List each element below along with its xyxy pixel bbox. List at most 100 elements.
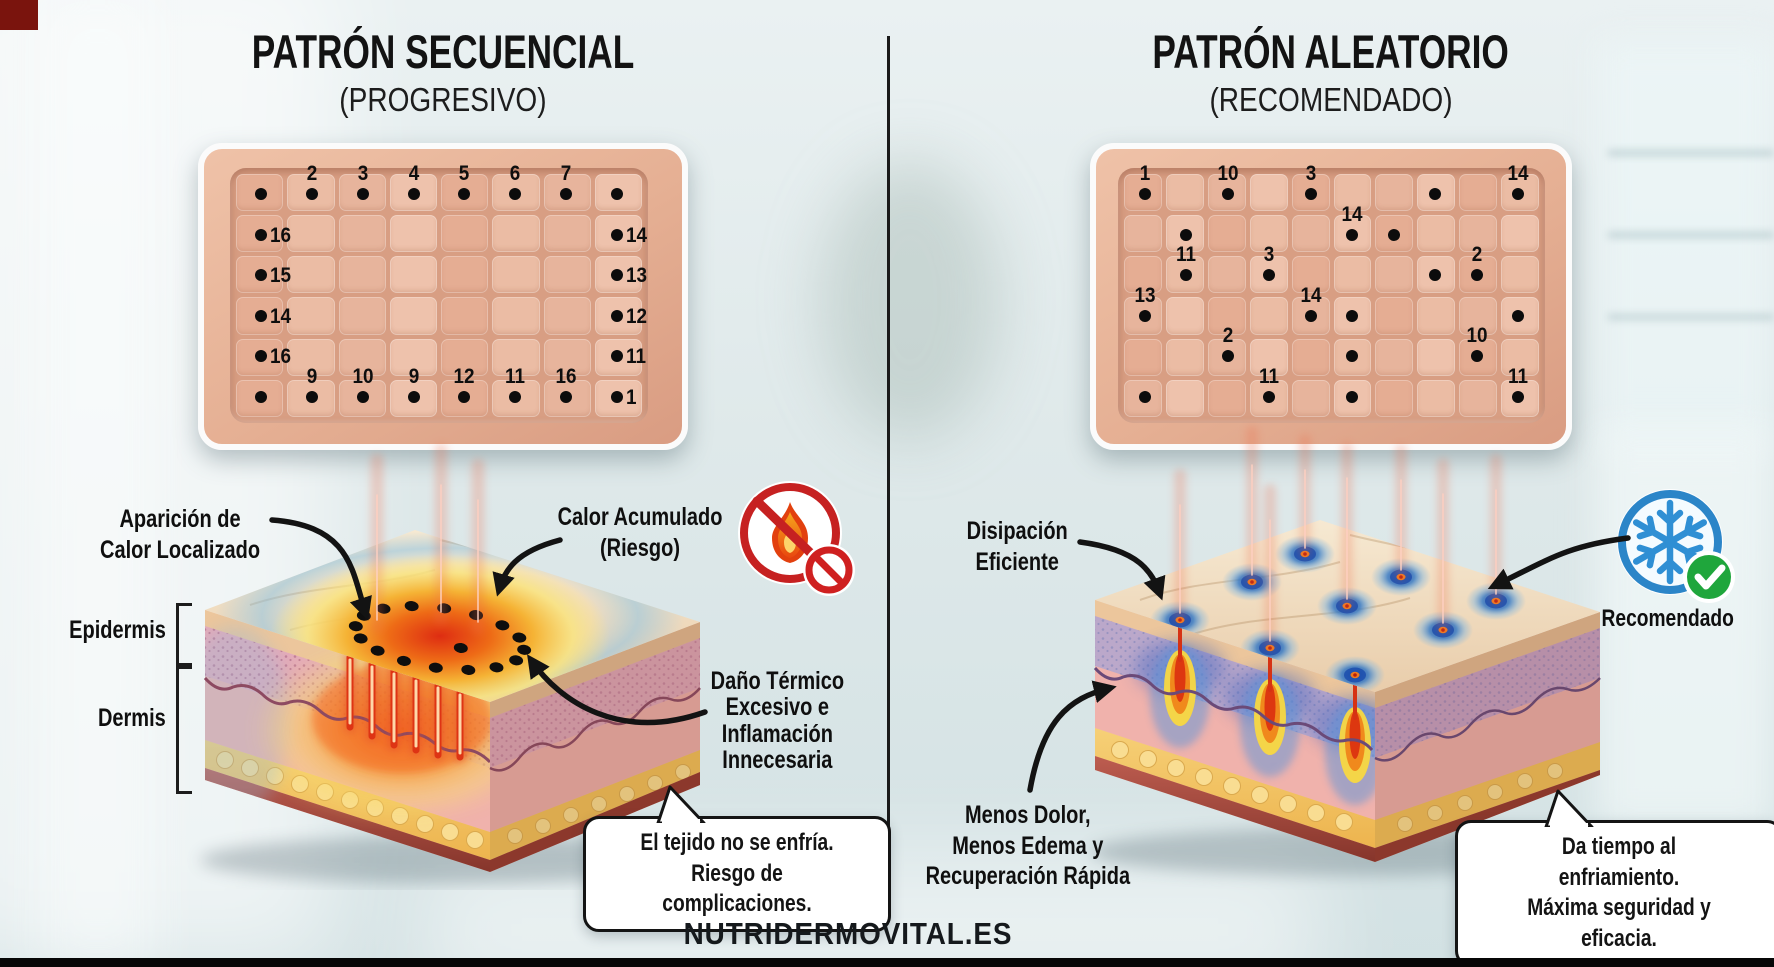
patch-tile (1417, 379, 1456, 417)
dot-mark (509, 390, 522, 403)
patch-tile (441, 338, 489, 376)
patch-tile (441, 256, 489, 294)
dot-mark (559, 390, 572, 403)
patch-tile (492, 256, 540, 294)
check-icon (1683, 551, 1735, 603)
left-title-text: PATRÓN SECUENCIAL (251, 25, 635, 78)
patch-tile (543, 215, 591, 253)
dot-order-label: 7 (560, 162, 572, 186)
patch-tile (287, 297, 335, 335)
patch-tile (1459, 379, 1498, 417)
patch-tile (389, 297, 437, 335)
annotation-thermal-damage-text: Daño Térmico Excesivo e Inflamación Inne… (710, 667, 844, 774)
bubble-tail (656, 785, 706, 823)
dot-order-label: 9 (306, 364, 318, 388)
patch-tile (1501, 338, 1539, 376)
dot-mark (255, 309, 268, 322)
patch-tile (441, 215, 489, 253)
dot-order-label: 16 (555, 364, 577, 388)
dot-order-label: 5 (459, 162, 470, 186)
dot-order-label: 3 (1263, 243, 1275, 267)
patch-tile (1291, 256, 1330, 294)
dot-mark (306, 390, 319, 403)
dot-order-label: 1 (625, 385, 637, 409)
dot-order-label: 2 (1222, 324, 1234, 348)
dot-order-label: 12 (453, 364, 475, 388)
badge-recommended-text: Recomendado (1601, 605, 1735, 632)
right-title-text: PATRÓN ALEATORIO (1152, 25, 1510, 78)
annotation-thermal-damage: Daño Térmico Excesivo e Inflamación Inne… (647, 668, 907, 773)
dot-mark (1221, 188, 1234, 201)
patch-tile (492, 215, 540, 253)
dot-mark (610, 228, 623, 241)
patch-tile (1165, 338, 1204, 376)
dot-order-label: 15 (270, 264, 292, 288)
patch-tile (1291, 379, 1330, 417)
patch-tile (543, 338, 591, 376)
dot-mark (1470, 350, 1483, 363)
left-subtitle-text: (PROGRESIVO) (339, 80, 547, 118)
annotation-benefits: Menos Dolor, Menos Edema y Recuperación … (888, 800, 1168, 892)
patch-tile (287, 338, 335, 376)
patch-tile (1501, 256, 1539, 294)
dot-mark (610, 390, 623, 403)
dot-mark (559, 188, 572, 201)
patch-tile (1417, 215, 1456, 253)
footer-brand: NUTRIDERMOVITAL.ES (665, 916, 1030, 952)
dot-mark (1429, 188, 1442, 201)
dot-order-label: 14 (1507, 162, 1529, 186)
patch-tile (1165, 379, 1204, 417)
dot-order-label: 16 (270, 345, 292, 369)
patch-tile (1249, 215, 1288, 253)
dot-mark (1138, 390, 1151, 403)
background-plant (820, 160, 1000, 440)
patch-tile (1124, 338, 1162, 376)
dot-mark (255, 350, 268, 363)
dot-mark (1470, 269, 1483, 282)
patch-tile (1207, 297, 1246, 335)
dermis-bracket (176, 666, 192, 794)
dot-order-label: 11 (625, 345, 646, 369)
dot-mark (356, 188, 369, 201)
dot-mark (1346, 350, 1359, 363)
dot-order-label: 10 (352, 364, 374, 388)
bubble-tail (1544, 789, 1594, 827)
dot-order-label: 3 (1305, 162, 1317, 186)
dot-order-label: 9 (408, 364, 419, 388)
right-subtitle: (RECOMENDADO) (981, 81, 1681, 119)
dot-order-label: 10 (1217, 162, 1239, 186)
dot-order-label: 16 (270, 223, 292, 247)
dot-order-label: 14 (625, 223, 647, 247)
patch-tile (338, 215, 386, 253)
dot-mark (458, 390, 471, 403)
dot-order-label: 11 (1176, 243, 1197, 267)
flame-prohibited-icon (738, 481, 855, 596)
left-subtitle: (PROGRESIVO) (93, 81, 793, 119)
patch-tile (287, 256, 335, 294)
right-subtitle-text: (RECOMENDADO) (1209, 80, 1453, 118)
dot-order-label: 2 (1471, 243, 1483, 267)
dot-mark (610, 309, 623, 322)
random-skin-block-illustration (1090, 426, 1610, 876)
dot-mark (1512, 309, 1525, 322)
laser-beams (370, 443, 485, 635)
patch-tiles (1124, 174, 1539, 417)
dot-order-label: 11 (1508, 364, 1529, 388)
patch-tile (338, 256, 386, 294)
epidermis-bracket (176, 603, 192, 666)
patch-tile (389, 256, 437, 294)
patch-tile (1249, 338, 1288, 376)
right-benefit-bubble-text: Da tiempo al enfriamiento. Máxima seguri… (1527, 833, 1711, 953)
patch-tile (1165, 297, 1204, 335)
label-dermis: Dermis (36, 704, 166, 733)
dot-mark (1138, 309, 1151, 322)
dot-order-label: 6 (509, 162, 521, 186)
dot-order-label: 10 (1466, 324, 1488, 348)
left-title: PATRÓN SECUENCIAL (93, 25, 793, 79)
annotation-heat-accumulated-text: Calor Acumulado (Riesgo) (557, 503, 723, 562)
footer-brand-text: NUTRIDERMOVITAL.ES (683, 916, 1013, 951)
background-shelf-line (1608, 150, 1774, 156)
